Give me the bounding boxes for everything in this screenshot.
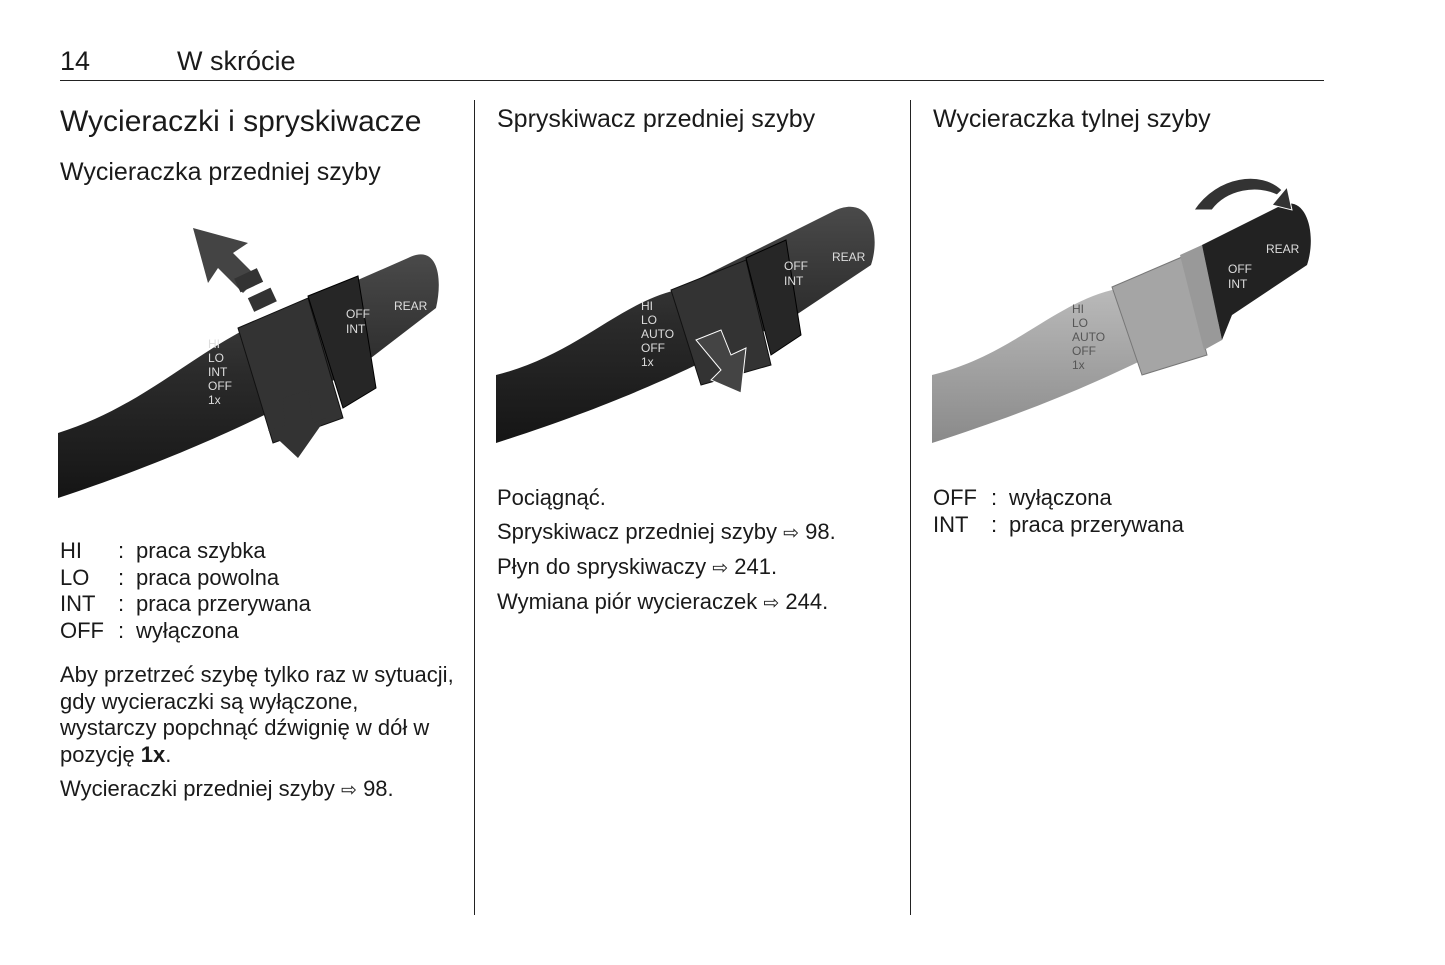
figure-label: OFF xyxy=(784,259,808,273)
def-row: OFF:wyłączona xyxy=(933,485,1112,510)
figure-label: LO xyxy=(641,313,657,327)
reference-link[interactable]: Spryskiwacz przedniej szyby ⇨ 98. xyxy=(497,519,836,544)
figure-label: INT xyxy=(346,322,366,336)
figure-label: HI xyxy=(641,299,653,313)
figure-label: 1x xyxy=(1072,358,1085,372)
running-header: W skrócie xyxy=(177,46,296,76)
def-row: OFF:wyłączona xyxy=(60,617,239,643)
arrow-down-icon xyxy=(268,390,326,458)
def-row: INT:praca przerywana xyxy=(60,591,311,616)
figure-label: INT xyxy=(1228,277,1248,291)
arrow-pull-icon xyxy=(695,329,747,394)
rear-wiper-positions-list: OFF:wyłączona INT:praca przerywana xyxy=(933,485,1184,538)
figure-label: HI xyxy=(208,337,220,351)
paragraph: Aby przetrzeć szybę tylko raz w sytuacji… xyxy=(60,662,454,767)
reference-link[interactable]: Płyn do spryskiwaczy ⇨ 241. xyxy=(497,554,778,579)
section-title: Spryskiwacz przedniej szyby xyxy=(497,105,816,133)
figure-label: OFF xyxy=(641,341,665,355)
rotate-arrow-icon xyxy=(1193,177,1293,211)
figure-label: REAR xyxy=(1266,242,1300,256)
figure-label: OFF xyxy=(346,307,370,321)
figure-label: REAR xyxy=(832,250,866,264)
figure-label: REAR xyxy=(394,299,428,313)
wiper-stalk-figure: HI LO INT OFF 1x OFF INT REAR xyxy=(58,228,439,498)
rear-wiper-stalk-figure: HI LO AUTO OFF 1x OFF INT REAR xyxy=(932,177,1311,443)
column-divider xyxy=(910,100,911,915)
figure-label: INT xyxy=(208,365,228,379)
figure-label: INT xyxy=(784,274,804,288)
reference-link[interactable]: Wymiana piór wycieraczek ⇨ 244. xyxy=(497,589,829,614)
def-row: HI:praca szybka xyxy=(60,538,266,563)
subsection-title: Wycieraczka przedniej szyby xyxy=(60,158,381,186)
figure-label: LO xyxy=(208,351,224,365)
reference-arrow-icon: ⇨ xyxy=(341,780,357,801)
figure-label: 1x xyxy=(641,355,654,369)
figure-label: OFF xyxy=(1228,262,1252,276)
figure-label: 1x xyxy=(208,393,221,407)
paragraph: Pociągnąć. xyxy=(497,485,606,510)
figure-label: AUTO xyxy=(641,327,674,341)
figure-label: HI xyxy=(1072,302,1084,316)
def-row: INT:praca przerywana xyxy=(933,511,1184,537)
page-number: 14 xyxy=(60,46,91,76)
figure-label: OFF xyxy=(1072,344,1096,358)
figure-label: OFF xyxy=(208,379,232,393)
arrow-up-icon xyxy=(193,228,277,312)
washer-stalk-figure: HI LO AUTO OFF 1x OFF INT REAR xyxy=(496,206,875,443)
def-row: LO:praca powolna xyxy=(60,564,280,590)
reference-link[interactable]: Wycieraczki przedniej szyby ⇨ 98. xyxy=(60,776,394,801)
header-rule xyxy=(60,80,1324,81)
reference-arrow-icon: ⇨ xyxy=(712,558,729,579)
figure-label: LO xyxy=(1072,316,1088,330)
wiper-positions-list: HI:praca szybka LO:praca powolna INT:pra… xyxy=(60,538,311,644)
section-title: Wycieraczki i spryskiwacze xyxy=(60,105,422,138)
reference-arrow-icon: ⇨ xyxy=(763,593,780,614)
section-title: Wycieraczka tylnej szyby xyxy=(933,105,1211,133)
column-divider xyxy=(474,100,475,915)
figure-label: AUTO xyxy=(1072,330,1105,344)
reference-arrow-icon: ⇨ xyxy=(783,523,800,544)
